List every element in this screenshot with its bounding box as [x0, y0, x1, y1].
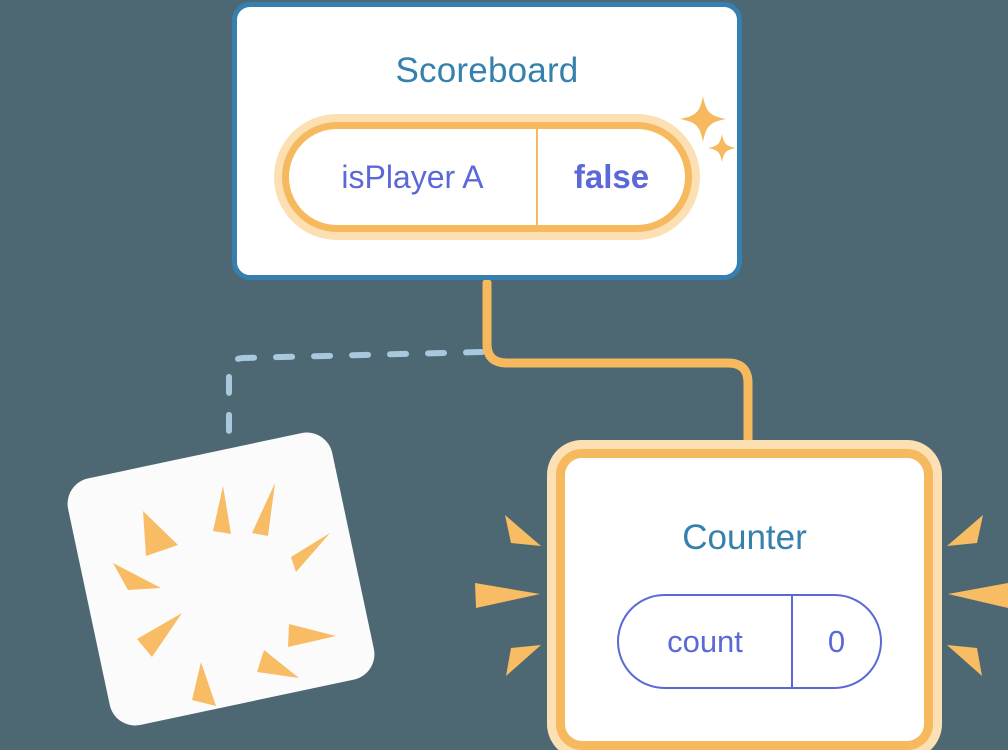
burst-ray — [948, 583, 1008, 608]
connector-scoreboard-to-ghost-card — [226, 349, 485, 473]
state-value-label: 0 — [827, 623, 846, 659]
sparkle-small-icon — [708, 134, 736, 162]
burst-ray — [143, 511, 178, 556]
counter-title: Counter — [682, 518, 807, 557]
burst-ray — [137, 613, 182, 657]
burst-ray — [947, 515, 983, 546]
burst-ray — [113, 563, 161, 590]
burst-ray — [252, 483, 275, 536]
burst-ray — [475, 583, 540, 608]
burst-ray — [257, 650, 299, 678]
component-card-counter[interactable]: Counter count 0 — [556, 449, 933, 750]
burst-ray — [947, 645, 982, 676]
burst-ray — [506, 645, 541, 676]
connector-scoreboard-to-counter — [482, 278, 753, 467]
burst-ray — [291, 533, 330, 572]
state-key-label: count — [619, 596, 793, 687]
burst-ray — [288, 624, 336, 647]
state-key-label: isPlayer A — [289, 129, 538, 225]
burst-ray — [505, 515, 541, 546]
sparkle-large-icon — [680, 96, 726, 142]
state-pill-counter[interactable]: count 0 — [617, 594, 882, 689]
scoreboard-title: Scoreboard — [395, 51, 579, 90]
state-value-label: false — [573, 158, 650, 195]
burst-ray — [213, 486, 231, 534]
component-card-scoreboard[interactable]: Scoreboard isPlayer A false — [232, 2, 742, 280]
burst-ray — [192, 662, 216, 706]
state-pill-scoreboard[interactable]: isPlayer A false — [282, 122, 692, 232]
